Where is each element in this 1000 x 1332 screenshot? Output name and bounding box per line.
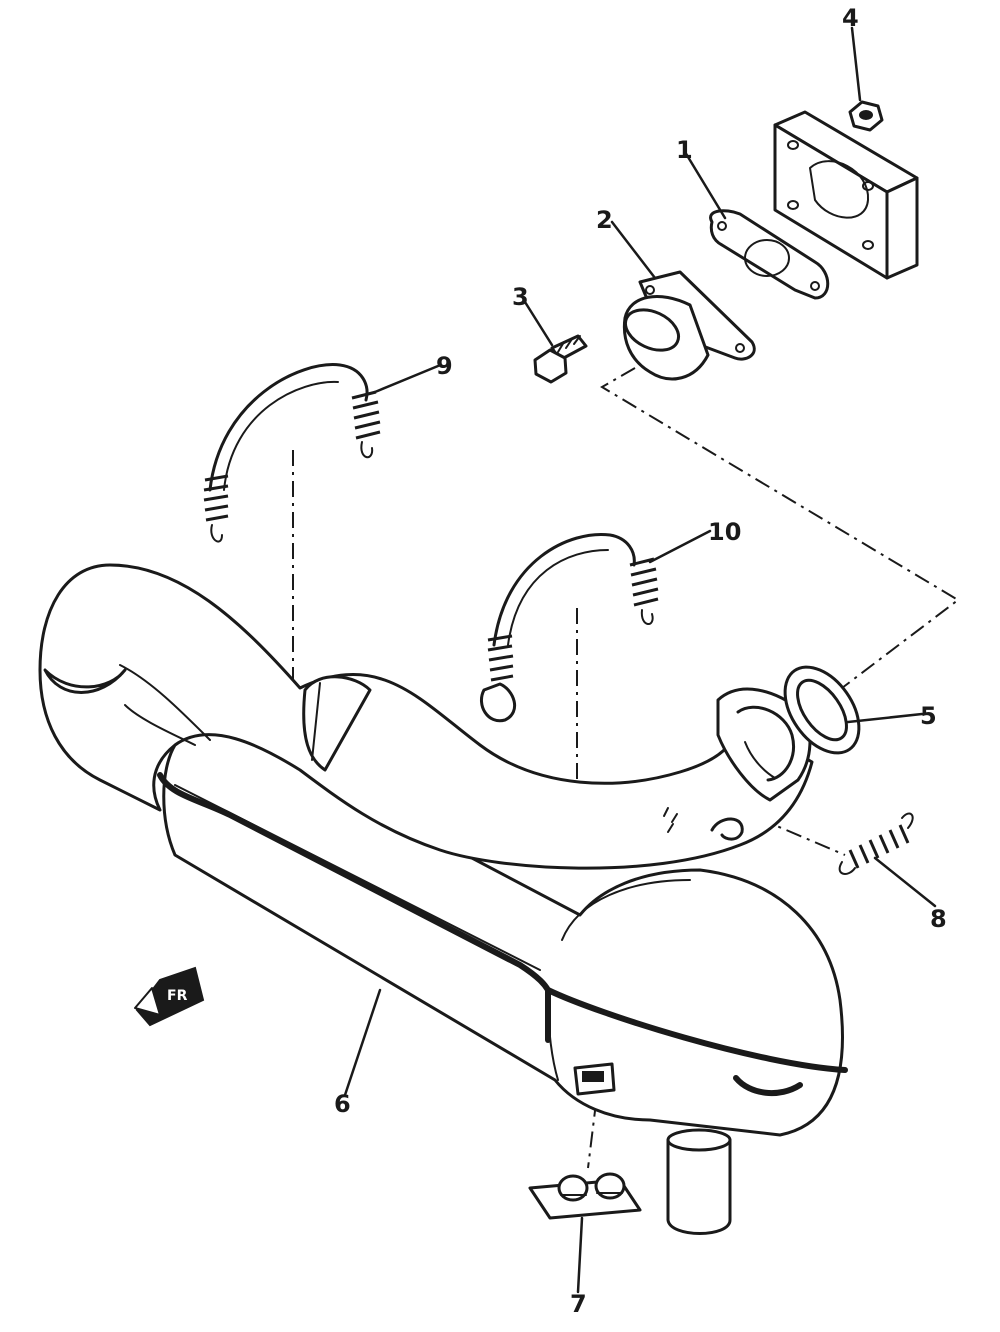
part-bolt <box>533 334 588 384</box>
callout-4: 4 <box>842 4 859 32</box>
part-silencer <box>157 718 848 1235</box>
part-tension-spring <box>838 812 914 875</box>
callout-9: 9 <box>436 352 453 380</box>
callout-numbers: 4 1 2 3 9 10 5 8 6 7 <box>334 4 947 1318</box>
part-exhaust-joint <box>622 270 756 381</box>
callout-3: 3 <box>512 283 529 311</box>
cylinder-exhaust-flange <box>773 110 919 280</box>
part-hanger-spring-lower <box>480 532 659 723</box>
callout-2: 2 <box>596 206 613 234</box>
part-silencer-bracket <box>528 1172 642 1220</box>
callout-leaders <box>343 26 937 1294</box>
callout-5: 5 <box>920 702 937 730</box>
front-marker-label: FR <box>167 988 188 1004</box>
part-nut <box>848 100 884 132</box>
callout-10: 10 <box>708 518 741 546</box>
part-hanger-spring-upper <box>203 363 381 543</box>
callout-1: 1 <box>676 136 693 164</box>
front-direction-arrow-icon: FR <box>134 966 205 1027</box>
callout-6: 6 <box>334 1090 351 1118</box>
part-exhaust-pipe <box>38 563 814 870</box>
callout-7: 7 <box>570 1290 587 1318</box>
callout-8: 8 <box>930 905 947 933</box>
part-gasket-ring <box>783 665 861 755</box>
